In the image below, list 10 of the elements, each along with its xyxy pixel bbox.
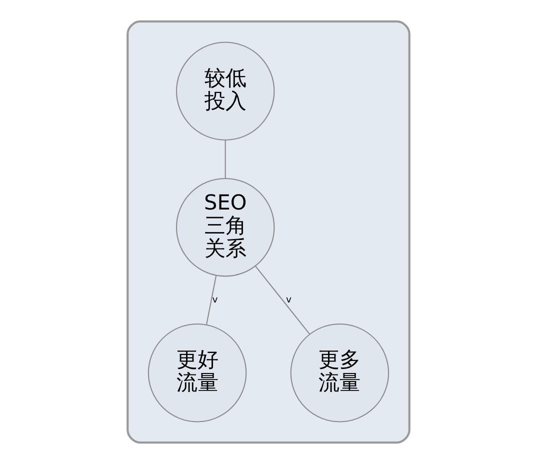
connector — [206, 274, 217, 324]
node-circle: SEO三角关系 — [176, 177, 275, 276]
node-circle: 更好流量 — [148, 322, 247, 422]
node-circle: 更多流量 — [290, 322, 390, 422]
cluster — [126, 20, 410, 444]
edge-label: v — [212, 294, 218, 305]
edge-label: v — [286, 294, 292, 305]
connector — [224, 140, 226, 178]
node-circle: 较低投入 — [176, 41, 275, 140]
connector — [255, 265, 310, 334]
